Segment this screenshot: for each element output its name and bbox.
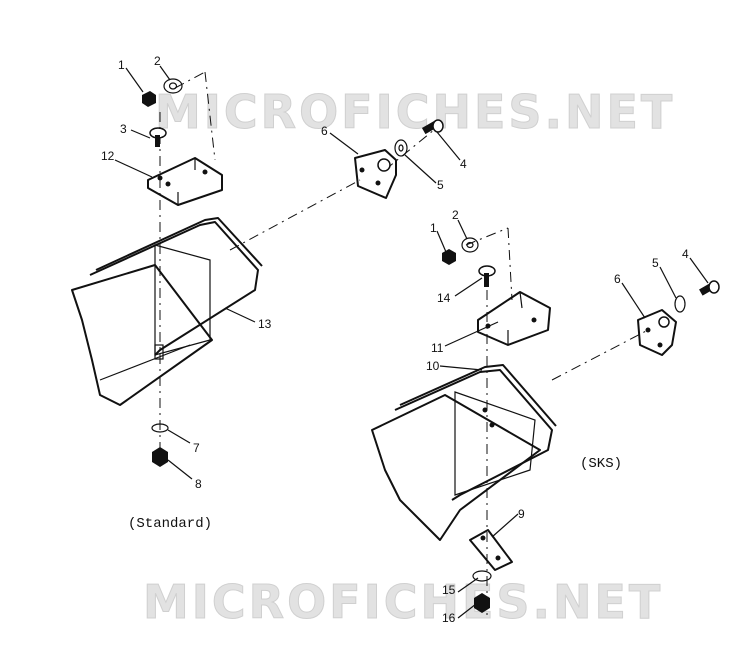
label-std-12: 12 (101, 149, 115, 163)
standard-assembly: 1 2 3 12 13 7 8 (Standard) (71, 54, 361, 532)
watermark-top: MICROFICHES.NET (155, 85, 675, 139)
label-std-8: 8 (195, 477, 202, 491)
link-top-axis (384, 124, 441, 171)
sks-washer-15 (472, 570, 492, 582)
sks-bolt-4 (699, 280, 720, 296)
sks-frame-10 (394, 364, 557, 501)
caption-sks: (SKS) (580, 456, 622, 472)
sks-plate-6 (637, 309, 677, 356)
sks-bracket-11 (477, 291, 551, 346)
label-sks-16: 16 (442, 611, 456, 625)
label-std-2: 2 (154, 54, 161, 68)
sks-plate-9 (469, 529, 513, 571)
sks-link (637, 280, 720, 356)
label-top-4: 4 (460, 157, 467, 171)
label-sks-1: 1 (430, 221, 437, 235)
std-washer-axis (174, 71, 206, 89)
label-sks-15: 15 (442, 583, 456, 597)
label-std-3: 3 (120, 122, 127, 136)
label-std-1: 1 (118, 58, 125, 72)
std-washer-2 (163, 78, 183, 94)
sks-assembly: 1 2 14 11 10 9 15 16 6 5 4 (SKS) (371, 208, 720, 625)
std-body-edge (99, 344, 191, 381)
label-top-5: 5 (437, 178, 444, 192)
sks-washer-axis (465, 227, 509, 246)
std-tractor-body (71, 264, 213, 406)
label-sks-5: 5 (652, 256, 659, 270)
std-washer-7 (151, 423, 169, 433)
sks-tractor-body (371, 394, 541, 541)
label-sks-4: 4 (682, 247, 689, 261)
std-link-axis (229, 179, 361, 251)
link-washer-5 (394, 139, 408, 157)
std-frame-13 (89, 217, 263, 360)
label-std-13: 13 (258, 317, 272, 331)
std-bolt-3 (149, 127, 167, 147)
link-bolt-4 (421, 119, 444, 135)
link-assembly-top: 6 4 5 (321, 119, 467, 199)
std-nut-8 (152, 447, 168, 467)
label-sks-10: 10 (426, 359, 440, 373)
caption-standard: (Standard) (128, 516, 212, 532)
std-nut-1 (142, 91, 156, 107)
sks-washer-drop (507, 227, 513, 301)
sks-nut-1 (442, 249, 456, 265)
link-plate-6 (354, 149, 397, 199)
sks-nut-16 (474, 593, 490, 613)
label-sks-6: 6 (614, 272, 621, 286)
sks-washer-5 (674, 295, 686, 313)
label-sks-11: 11 (431, 341, 444, 355)
label-std-7: 7 (193, 441, 200, 455)
std-washer-drop (204, 71, 216, 161)
label-sks-14: 14 (437, 291, 451, 305)
std-bracket-12 (147, 157, 223, 206)
sks-bolt-14 (478, 265, 496, 287)
sks-link-axis (551, 329, 649, 381)
label-sks-9: 9 (518, 507, 525, 521)
watermark-bottom: MICROFICHES.NET (143, 575, 663, 629)
label-sks-2: 2 (452, 208, 459, 222)
label-top-6: 6 (321, 124, 328, 138)
sks-washer-2 (461, 237, 479, 253)
